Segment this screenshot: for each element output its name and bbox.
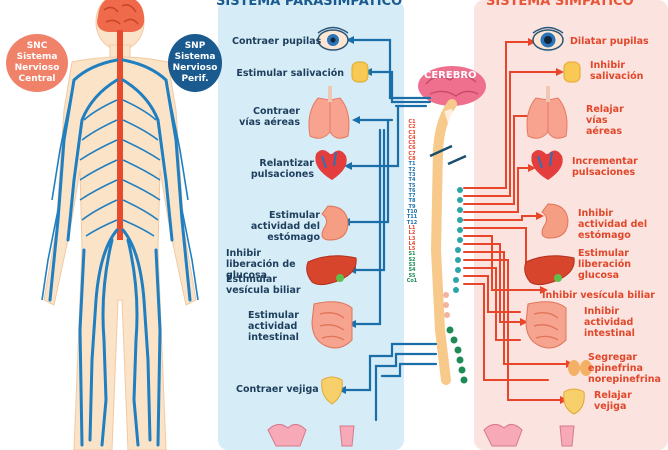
- snc-badge: SNC Sistema Nervioso Central: [6, 34, 68, 92]
- vertebra-c4: C4: [408, 134, 416, 141]
- vertebra-c2: C2: [408, 124, 416, 131]
- simp-label-inhibir-salivacion: Inhibir salivación: [590, 60, 644, 82]
- vertebra-l2: L2: [408, 230, 416, 237]
- vertebra-t9: T9: [408, 203, 416, 210]
- simp-label-inhibir-intestinal: Inhibir actividad intestinal: [584, 306, 635, 339]
- simp-label-inhibir-estomago: Inhibir actividad del estómago: [578, 208, 648, 241]
- vertebra-c7: C7: [408, 150, 416, 157]
- parasympathetic-pathways: [344, 38, 438, 422]
- para-label-estimular-salivacion: Estimular salivación: [236, 68, 344, 79]
- vertebra-l4: L4: [408, 240, 416, 247]
- para-label-contraer-vejiga: Contraer vejiga: [236, 384, 319, 395]
- simp-label-incrementar-pulsaciones: Incrementar pulsaciones: [572, 156, 638, 178]
- vertebra-s4: S4: [408, 267, 416, 274]
- vertebra-t5: T5: [408, 182, 416, 189]
- vertebra-t2: T2: [408, 166, 416, 173]
- para-label-contraer-pupilas: Contraer pupilas: [232, 36, 322, 47]
- simp-label-estimular-glucosa: Estimular liberación glucosa: [578, 248, 632, 281]
- simp-label-inhibir-vesicula: Inhibir vesícula biliar: [542, 290, 655, 301]
- sympathetic-title: SISTEMA SIMPÁTICO: [486, 0, 634, 9]
- vertebra-t3: T3: [408, 171, 416, 178]
- brain-label: CEREBRO: [424, 70, 477, 81]
- brain-center: [418, 66, 486, 385]
- vertebra-t7: T7: [408, 193, 416, 200]
- vertebra-s1: S1: [408, 251, 416, 258]
- vertebra-co1: Co1: [406, 277, 418, 284]
- simp-label-relajar-vias-aereas: Relajar vías aéreas: [586, 104, 624, 137]
- vertebra-s3: S3: [408, 262, 416, 269]
- para-organs: [267, 26, 369, 447]
- human-figure: [41, 0, 199, 450]
- para-label-relantizar-pulsaciones: Relantizar pulsaciones: [250, 158, 314, 180]
- simp-organs: [483, 26, 592, 447]
- vertebra-l5: L5: [408, 246, 416, 253]
- simp-label-segregar-epinefrina: Segregar epinefrina norepinefrina: [588, 352, 661, 385]
- sympathetic-arrows: [520, 38, 574, 404]
- vertebra-t1: T1: [408, 161, 416, 168]
- vertebra-c8: C8: [408, 156, 416, 163]
- simp-label-relajar-vejiga: Relajar vejiga: [594, 390, 632, 412]
- simp-label-dilatar-pupilas: Dilatar pupilas: [570, 36, 649, 47]
- vertebra-t12: T12: [406, 219, 418, 226]
- vertebra-t8: T8: [408, 198, 416, 205]
- snp-badge: SNP Sistema Nervioso Perif.: [168, 34, 222, 92]
- spine-column: [429, 108, 469, 386]
- vertebra-t6: T6: [408, 187, 416, 194]
- para-label-estimular-estomago: Estimular actividad del estómago: [250, 210, 320, 243]
- vertebra-c1: C1: [408, 119, 416, 125]
- para-label-estimular-vesicula: Estimular vesícula biliar: [226, 274, 301, 296]
- vertebra-c6: C6: [408, 145, 416, 152]
- para-label-estimular-intestinal: Estimular actividad intestinal: [248, 310, 299, 343]
- para-label-contraer-vias-aereas: Contraer vías aéreas: [239, 106, 300, 128]
- parasympathetic-title: SISTEMA PARASIMPÁTICO: [216, 0, 403, 9]
- sympathetic-pathways: [463, 41, 567, 401]
- vertebra-t11: T11: [406, 214, 418, 221]
- vertebra-t10: T10: [406, 209, 418, 216]
- vertebra-c3: C3: [408, 129, 416, 136]
- vertebra-s2: S2: [408, 256, 416, 263]
- vertebra-s5: S5: [408, 272, 416, 279]
- parasympathetic-panel: [218, 0, 404, 450]
- vertebra-t4: T4: [408, 177, 416, 184]
- para-label-inhibir-glucosa: Inhibir liberación de glucosa: [226, 248, 296, 281]
- vertebra-l1: L1: [408, 224, 416, 231]
- vertebra-l3: L3: [408, 235, 416, 242]
- vertebra-c5: C5: [408, 140, 416, 147]
